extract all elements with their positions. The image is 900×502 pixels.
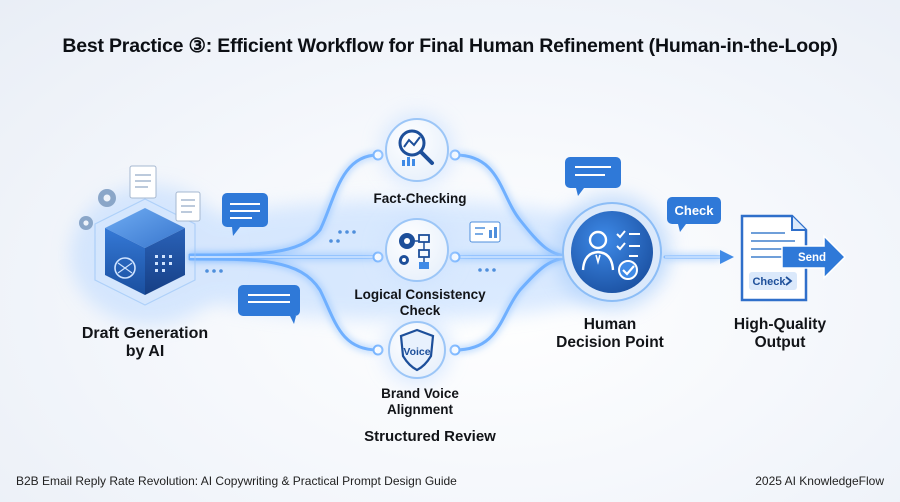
- ai-cube-icon: [94, 198, 196, 306]
- output-label-line2: Output: [754, 333, 806, 351]
- draft-label-line2: by AI: [125, 343, 165, 361]
- shield-icon: [399, 328, 435, 372]
- send-label: Send: [798, 252, 826, 264]
- brand-voice-label: Brand Voice Alignment: [340, 386, 500, 417]
- draft-generation-label: Draft Generation by AI: [60, 325, 230, 362]
- logic-label-line1: Logical Consistency: [354, 287, 486, 302]
- document-icon: [129, 165, 201, 222]
- human-decision-node: [554, 194, 670, 310]
- human-decision-label: Human Decision Point: [535, 316, 685, 352]
- structured-review-label: Structured Review: [364, 428, 496, 445]
- logic-label-line2: Check: [399, 302, 441, 318]
- gear-flowchart-icon: [399, 233, 430, 269]
- output-label: High-Quality Output: [705, 316, 855, 352]
- dot-trails: [205, 230, 496, 273]
- person-checklist-icon: [581, 230, 640, 271]
- draft-label-line1: Draft Generation: [81, 325, 209, 342]
- footer-brand: 2025 AI KnowledgeFlow: [755, 474, 884, 488]
- human-label-line1: Human: [583, 316, 637, 333]
- check-badge-icon: [618, 260, 638, 280]
- send-arrow-icon: Send: [781, 234, 847, 280]
- fact-checking-label: Fact-Checking: [373, 191, 467, 206]
- clipboard-chart-icon: [469, 221, 501, 243]
- fact-checking-node: [380, 113, 454, 187]
- check-bubble: Check: [667, 197, 721, 232]
- page-title: Best Practice ③: Efficient Workflow for …: [62, 35, 838, 57]
- arrow-head: [720, 250, 734, 264]
- magnifier-chart-icon: [398, 129, 434, 166]
- gear-icon: [79, 189, 116, 230]
- logic-check-node: [380, 213, 454, 287]
- voice-badge-label: Voice: [403, 346, 430, 358]
- doc-check-label: Check: [752, 276, 786, 288]
- human-label-line2: Decision Point: [556, 333, 664, 351]
- check-bubble-label: Check: [674, 203, 714, 218]
- brand-voice-node: [383, 316, 451, 384]
- chat-bubble-icon: [565, 157, 621, 196]
- footer-guide-title: B2B Email Reply Rate Revolution: AI Copy…: [16, 474, 457, 488]
- output-label-line1: High-Quality: [733, 316, 827, 333]
- chat-bubble-icon: [222, 193, 300, 324]
- brand-label-line1: Brand Voice: [381, 386, 459, 401]
- brand-label-line2: Alignment: [387, 401, 453, 417]
- output-document-icon: Check: [740, 214, 808, 302]
- logic-check-label: Logical Consistency Check: [330, 287, 510, 318]
